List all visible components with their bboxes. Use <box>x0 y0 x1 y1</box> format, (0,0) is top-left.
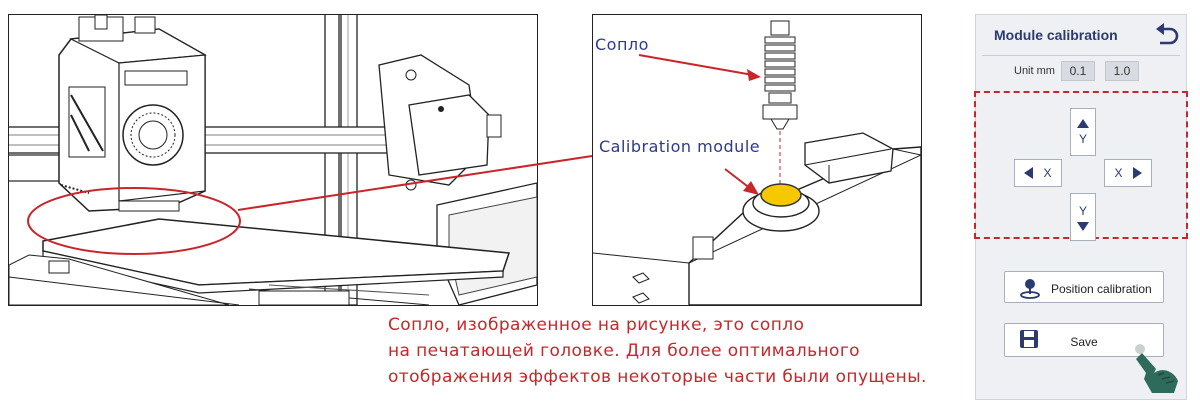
printer-drawing <box>9 15 537 305</box>
y-up-label: Y <box>1078 131 1087 146</box>
unit-label: Unit mm <box>1014 65 1055 77</box>
x-left-label: X <box>1043 166 1052 180</box>
unit-option-1-0[interactable]: 1.0 <box>1104 61 1139 81</box>
triangle-up-icon <box>1077 118 1089 128</box>
y-down-button[interactable]: Y <box>1070 193 1096 241</box>
save-label: Save <box>1070 335 1098 349</box>
module-calibration-screen: Module calibration Unit mm 0.1 1.0 Y X X… <box>974 14 1188 400</box>
note-line: Сопло, изображенное на рисунке, это сопл… <box>388 315 805 335</box>
undo-arrow-icon <box>1156 23 1179 45</box>
note-caption: Сопло, изображенное на рисунке, это сопл… <box>388 312 988 390</box>
triangle-down-icon <box>1077 221 1089 231</box>
screen-title: Module calibration <box>994 27 1118 43</box>
triangle-right-icon <box>1132 167 1142 179</box>
unit-option-0-1[interactable]: 0.1 <box>1060 61 1095 81</box>
y-down-label: Y <box>1078 203 1087 218</box>
calibration-module-label: Calibration module <box>597 137 763 156</box>
closeup-drawing <box>593 20 921 305</box>
printer-illustration <box>8 14 538 306</box>
header-divider <box>982 55 1180 56</box>
unit-selector: Unit mm 0.1 1.0 <box>1014 61 1149 81</box>
triangle-left-icon <box>1024 167 1034 179</box>
direction-pad-highlight: Y X X Y <box>974 91 1188 241</box>
y-up-button[interactable]: Y <box>1070 108 1096 156</box>
location-pin-icon <box>1020 279 1040 299</box>
floppy-disk-icon <box>1020 330 1038 348</box>
note-line: отображения эффектов некоторые части был… <box>388 367 927 387</box>
position-calibration-label: Position calibration <box>1051 282 1152 296</box>
position-calibration-button[interactable]: Position calibration <box>1004 271 1164 303</box>
x-left-button[interactable]: X <box>1014 159 1062 187</box>
pointing-hand-icon <box>1134 342 1178 393</box>
x-right-button[interactable]: X <box>1104 159 1152 187</box>
back-button[interactable] <box>1154 23 1180 47</box>
nozzle-label: Сопло <box>593 35 651 54</box>
note-line: на печатающей головке. Для более оптимал… <box>388 341 860 361</box>
x-right-label: X <box>1114 166 1123 180</box>
nozzle-closeup: Сопло Calibration module <box>592 14 922 306</box>
